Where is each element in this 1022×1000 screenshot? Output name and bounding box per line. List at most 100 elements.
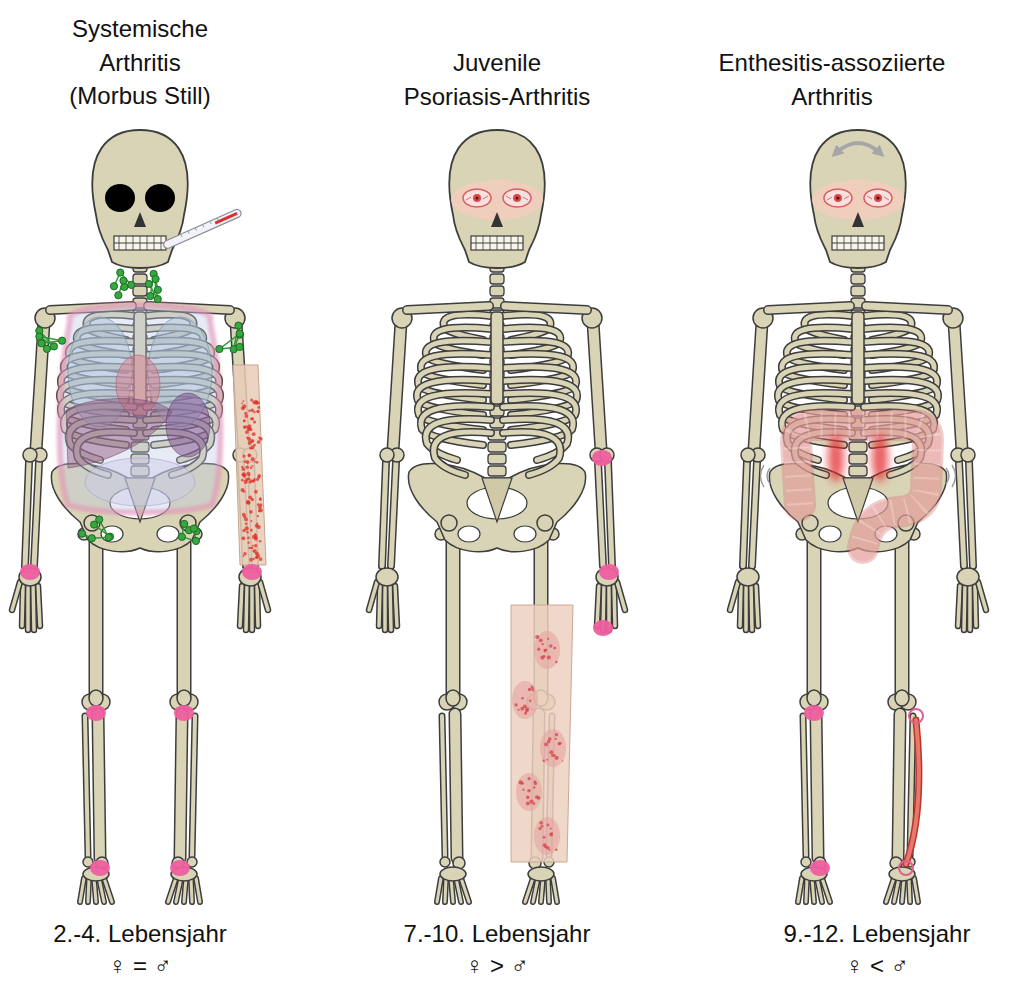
rash-dot (248, 454, 252, 458)
bone (751, 586, 752, 630)
rash-dot (259, 498, 262, 501)
bone-outline (505, 306, 587, 310)
skin-rash (233, 365, 266, 565)
rib-outline (434, 432, 491, 475)
bone (505, 306, 587, 310)
rash-dot (252, 440, 254, 442)
rash-dot (547, 638, 549, 640)
tendon-outline (906, 720, 919, 864)
spleen (166, 393, 210, 457)
eye-socket (145, 184, 175, 212)
rash-dot (531, 687, 534, 690)
liver (66, 398, 172, 468)
age-range: 2.-4. Lebensjahr (10, 920, 270, 949)
bone-outline (978, 582, 986, 610)
bone (26, 586, 30, 630)
rash-dot (257, 474, 260, 477)
bone (196, 878, 200, 902)
bone-outline (740, 586, 741, 626)
rash-dot (547, 740, 550, 743)
lymph-node (216, 345, 223, 352)
rash-dot (243, 555, 245, 557)
tooth-gap (476, 236, 477, 250)
bone-outline (958, 586, 960, 626)
enthesis-ring (909, 709, 923, 723)
rash-dot (255, 553, 257, 555)
tooth-gap (490, 236, 491, 250)
rash-dot (250, 417, 253, 420)
bone-outline (446, 530, 461, 698)
bone (391, 462, 396, 566)
bone-knob (23, 448, 37, 462)
colon-haustra (796, 425, 928, 548)
carpal (376, 568, 398, 586)
tooth-gap (497, 236, 498, 250)
rash-dot (250, 520, 252, 522)
iris (473, 194, 481, 202)
rash-dot (247, 477, 250, 480)
bone-outline (456, 878, 461, 902)
bone (191, 878, 192, 902)
bone-outline (180, 714, 182, 858)
bone-outline (393, 322, 401, 450)
rash-dot (540, 655, 544, 659)
rash-dot (546, 759, 548, 761)
bone (954, 322, 962, 450)
bone-outline (756, 586, 758, 626)
thermometer (162, 208, 242, 249)
bone-outline (806, 878, 807, 902)
tooth-gap (879, 236, 880, 250)
rash-dot (249, 510, 253, 514)
bone-outline (553, 878, 557, 902)
bone (914, 878, 918, 902)
rash-dot (539, 638, 543, 642)
bone (744, 586, 748, 630)
skeleton (12, 130, 268, 902)
rash-dot (250, 529, 253, 532)
bone (25, 462, 29, 566)
rash-dot (543, 836, 546, 839)
tooth-gap (119, 236, 120, 250)
tooth-gap (504, 236, 505, 250)
lymph-node (36, 333, 43, 340)
lymph-node (50, 343, 57, 350)
rash-dot (257, 503, 260, 506)
rash-dot (259, 540, 262, 543)
bone (548, 878, 549, 902)
rash-dot (244, 461, 247, 464)
rash-dot (241, 479, 244, 482)
bone (257, 586, 258, 626)
bone (33, 586, 34, 630)
eye-vessel (867, 196, 872, 199)
rash-dot (252, 400, 256, 404)
foramen (458, 526, 480, 542)
bone (806, 878, 807, 902)
patella (895, 690, 909, 706)
lymph-node (78, 530, 85, 537)
rash-dot (255, 556, 257, 558)
bone (756, 586, 758, 626)
lymph-node (152, 275, 159, 282)
bone (978, 582, 986, 610)
bone-outline (617, 582, 625, 610)
bone (176, 878, 181, 902)
rash-dot (549, 833, 553, 837)
rash-dot (241, 402, 243, 404)
bone-outline (866, 306, 948, 310)
rash-dot (529, 700, 531, 702)
bone (909, 878, 910, 902)
bone-outline (895, 530, 910, 698)
tooth-gap (844, 236, 845, 250)
rash-dot (527, 777, 530, 780)
bone-outline (964, 586, 965, 630)
inflamed-joint (593, 620, 613, 636)
rash-dot (246, 531, 249, 534)
bone (456, 878, 461, 902)
eye-socket (105, 184, 135, 212)
rash-dot (558, 742, 561, 745)
bone-outline (99, 878, 104, 902)
column-title: Enthesitis-assoziierte Arthritis (710, 46, 955, 113)
rash-dot (551, 754, 554, 757)
thermometer-tick (188, 231, 189, 234)
